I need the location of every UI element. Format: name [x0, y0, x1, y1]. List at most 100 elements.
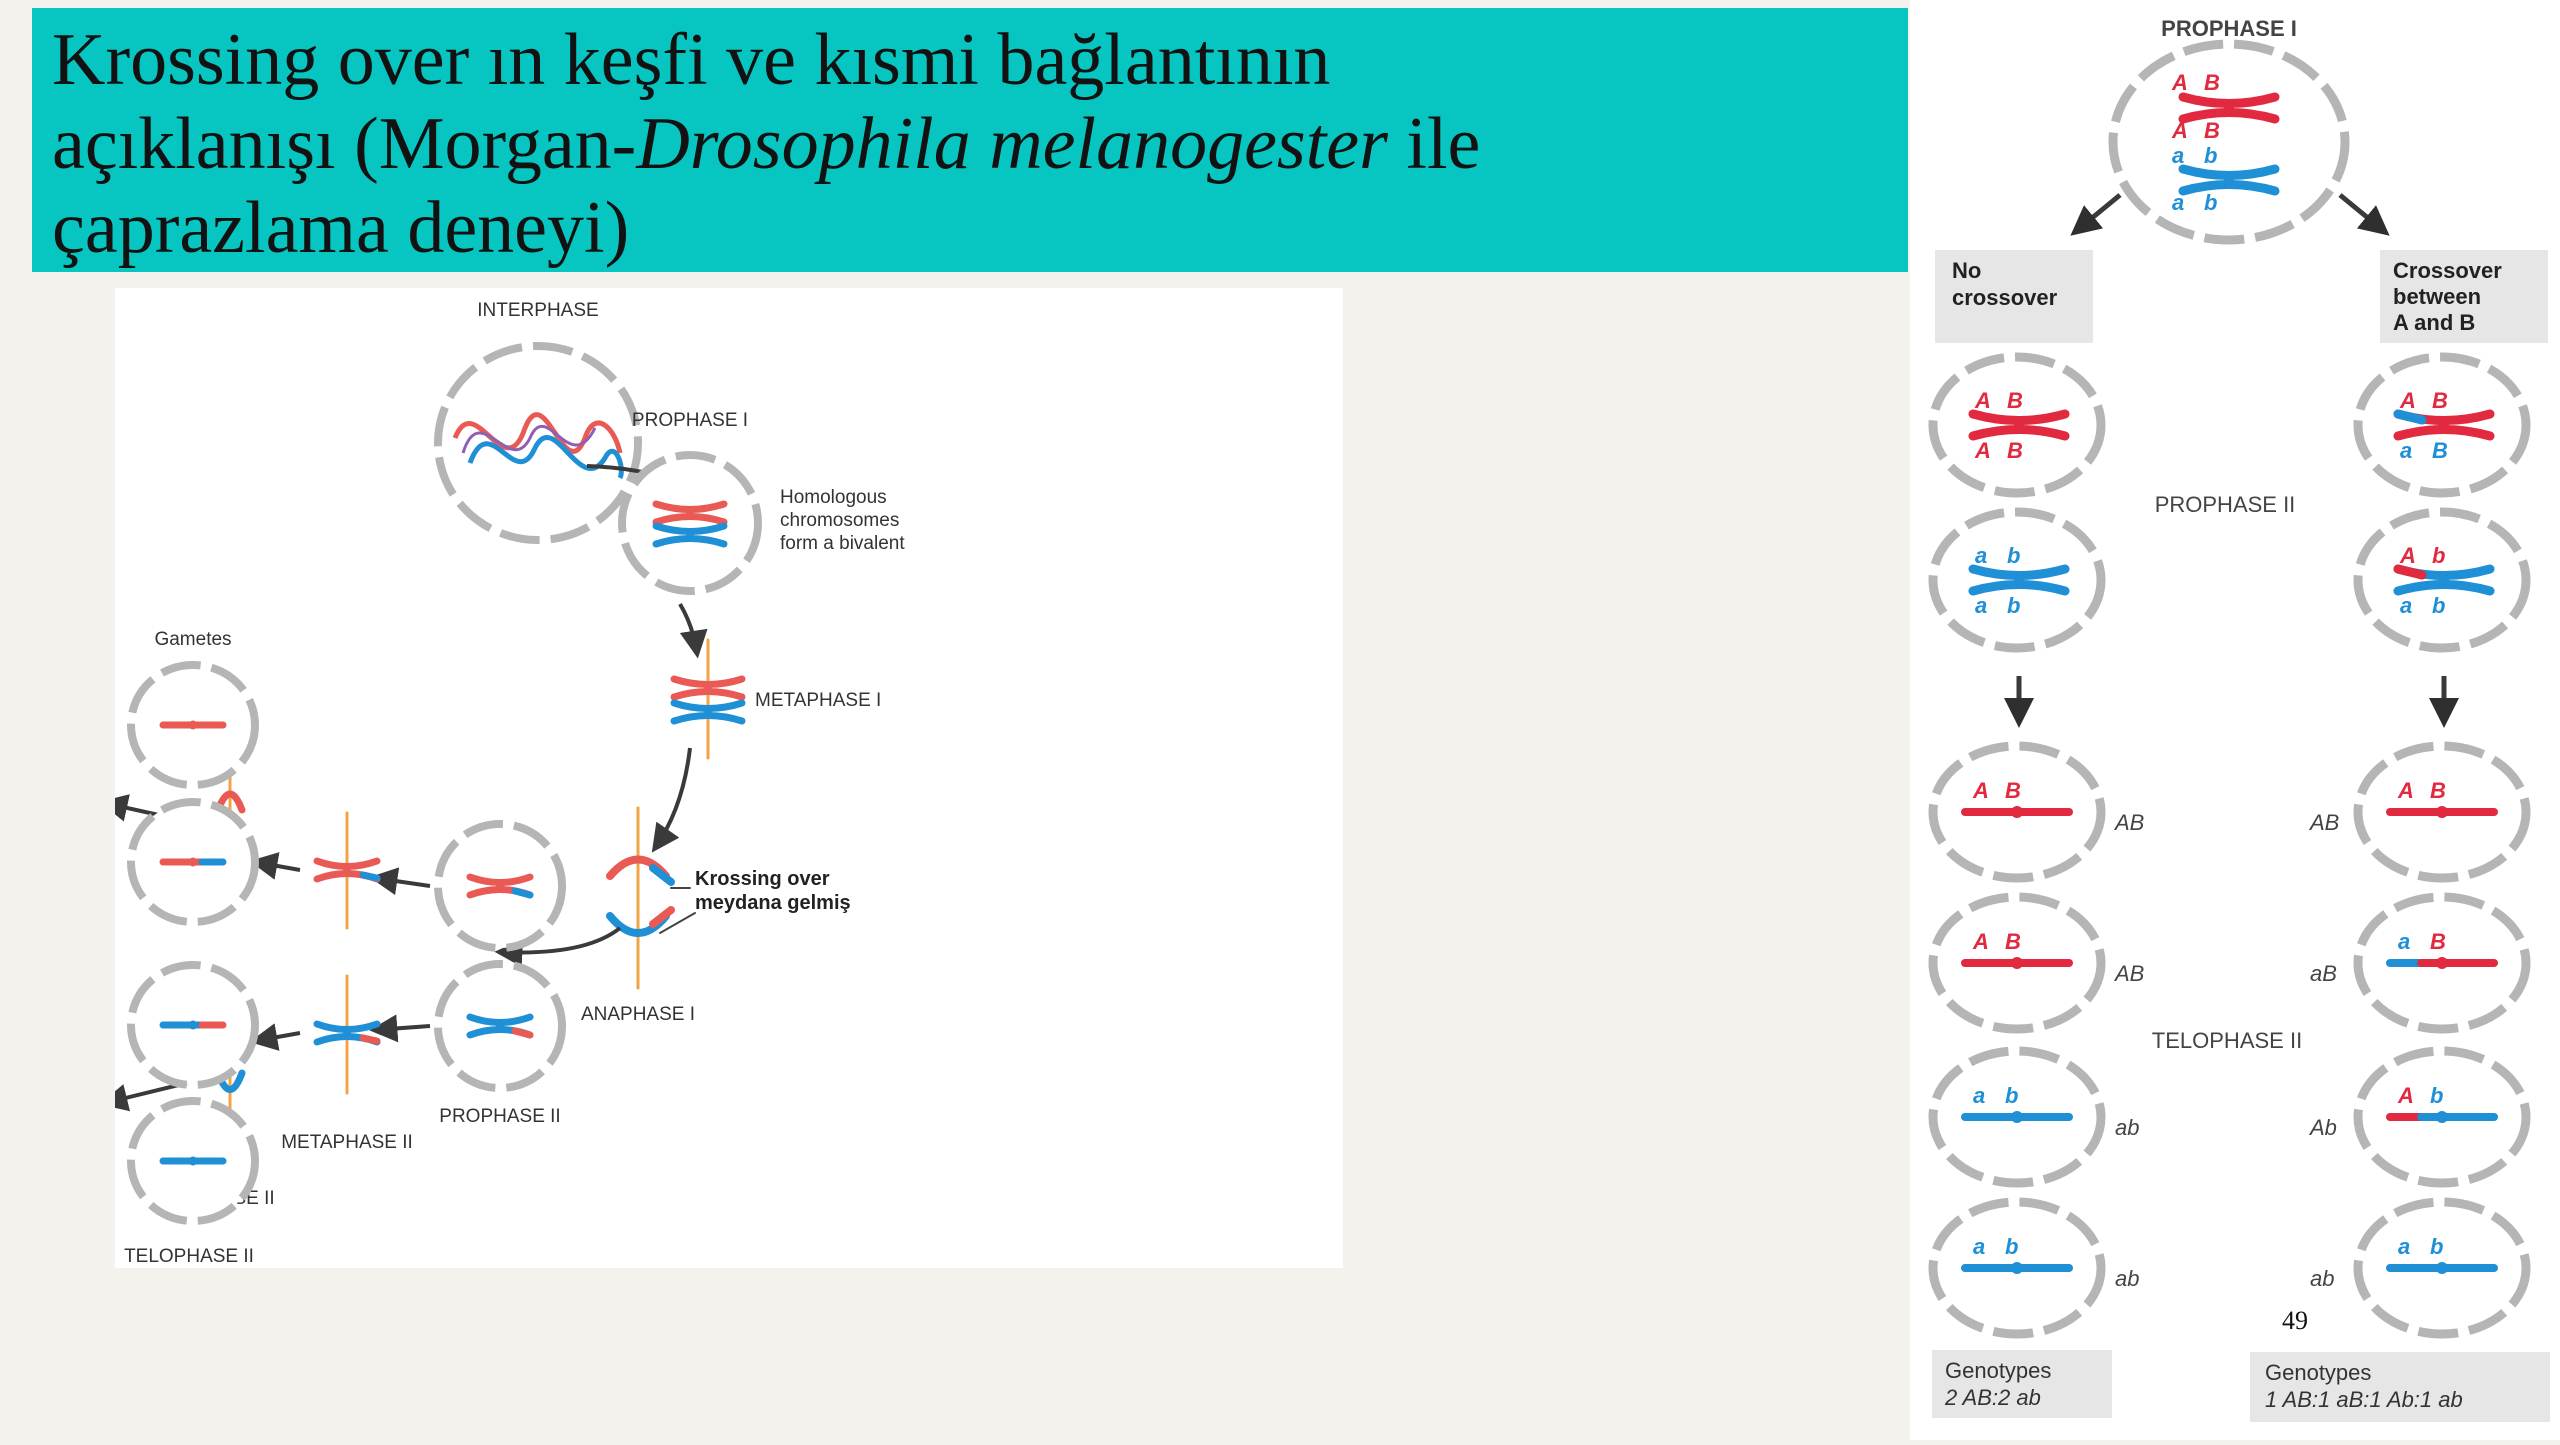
arrow-right-to-crossover — [2338, 193, 2390, 236]
arrow-right-to-no-crossover — [2070, 193, 2122, 236]
title-band: Krossing over ın keşfi ve kısmi bağlantı… — [32, 8, 1908, 272]
note-bivalent-3: form a bivalent — [780, 533, 905, 554]
prophase2-chrom-right-top-recombinant-segment — [2393, 409, 2427, 425]
prophase2-alleles-top-right-bottom-2: b — [2432, 543, 2445, 568]
interphase-chromatin-blue — [467, 435, 624, 480]
telophase2-left-2-centromere — [2011, 957, 2023, 969]
telophase2-right-3-allele-1: A — [2397, 1083, 2414, 1108]
box-genotypes-left — [1932, 1350, 2112, 1418]
prophase2-bottom-chrom-centromere — [496, 1022, 504, 1030]
telophase2-left-1-allele-2: B — [2005, 778, 2021, 803]
telophase2-left-4-allele-2: b — [2005, 1234, 2018, 1259]
cell-right-prophase1 — [2108, 39, 2350, 245]
no-crossover-line-2: crossover — [1952, 285, 2058, 310]
bivalent-red-centromere — [686, 509, 694, 517]
prophase2-alleles-top-right-bottom-1: A — [2399, 543, 2416, 568]
metaphase1-red-centromere — [704, 684, 712, 692]
prophase2-alleles-top-left-bottom-2: b — [2007, 543, 2020, 568]
genotype-label-left-2: AB — [2113, 961, 2144, 986]
prophase1-maternal-upper-1: A — [2171, 70, 2188, 95]
bivalent-blue — [652, 522, 728, 548]
telophase2-right-2-allele-2: B — [2430, 929, 2446, 954]
prophase1-maternal-lower-1: A — [2171, 118, 2188, 143]
anaphase1-upper-crossed-segment — [649, 864, 675, 886]
label-right-prophase1: PROPHASE I — [2161, 16, 2297, 41]
metaphase2-bottom-chrom-centromere — [343, 1029, 351, 1037]
prophase1-paternal-lower-1: a — [2172, 190, 2184, 215]
slide-title: Krossing over ın keşfi ve kısmi bağlantı… — [52, 18, 1908, 270]
box-crossover — [2380, 250, 2548, 343]
note-bivalent-2: chromosomes — [780, 510, 899, 531]
bivalent-blue-centromere — [686, 531, 694, 539]
label-right-prophase2: PROPHASE II — [2155, 492, 2296, 517]
prophase2-chrom-right-bottom-centromere — [2439, 575, 2449, 585]
prophase1-paternal-lower-2: b — [2204, 190, 2217, 215]
arrow-prophase2-to-metaphase2-bottom — [369, 1014, 431, 1043]
anaphase1-lower-crossed-segment — [649, 906, 675, 928]
genotype-label-right-4: ab — [2310, 1266, 2334, 1291]
telophase2-left-2-allele-1: A — [1972, 929, 1989, 954]
prophase2-alleles-top-left-top-2: B — [2007, 388, 2023, 413]
prophase2-top-chrom-centromere — [496, 882, 504, 890]
telophase2-right-4-allele-1: a — [2398, 1234, 2410, 1259]
telophase2-right-1-allele-1: A — [2397, 778, 2414, 803]
right-prophase1-red-centromere — [2224, 103, 2234, 113]
arrow-metaphase2-to-anaphase2-top — [249, 852, 301, 880]
title-line-3: çaprazlama deneyi) — [52, 187, 630, 269]
label-prophase2: PROPHASE II — [439, 1106, 560, 1127]
telophase2-left-3-allele-2: b — [2005, 1083, 2018, 1108]
genotype-label-left-3: ab — [2115, 1115, 2139, 1140]
prophase2-alleles-bottom-left-top-1: A — [1974, 438, 1991, 463]
interphase-chromatin-purple — [461, 424, 597, 454]
prophase2-chrom-left-bottom — [1968, 564, 2070, 596]
label-metaphase2: METAPHASE II — [281, 1132, 413, 1153]
crossover-line-2: between — [2393, 284, 2481, 309]
genotype-label-left-4: ab — [2115, 1266, 2139, 1291]
title-line-1: Krossing over ın keşfi ve kısmi bağlantı… — [52, 19, 1331, 101]
genotypes-right-value: 1 AB:1 aB:1 Ab:1 ab — [2265, 1387, 2463, 1412]
prophase1-maternal-upper-2: B — [2204, 70, 2220, 95]
note-crossing-1: Krossing over — [695, 868, 830, 890]
box-genotypes-right — [2250, 1352, 2550, 1422]
pointer-crossing-2 — [659, 912, 696, 934]
telophase2-right-4-allele-2: b — [2430, 1234, 2443, 1259]
note-bivalent-1: Homologous — [780, 487, 887, 508]
title-line-2-prefix: açıklanışı (Morgan- — [52, 103, 637, 185]
arrow-anaphase1-to-prophase2 — [494, 926, 622, 968]
prophase2-chrom-right-top-centromere — [2439, 420, 2449, 430]
right-prophase1-blue — [2178, 164, 2280, 196]
gamete-3-centromere — [188, 1020, 198, 1030]
genotype-label-right-1: AB — [2308, 810, 2339, 835]
telophase2-right-4-centromere — [2436, 1262, 2448, 1274]
prophase1-paternal-upper-2: b — [2204, 143, 2217, 168]
gamete-4-centromere — [188, 1156, 198, 1166]
metaphase1-red — [670, 675, 746, 701]
telophase2-left-3-centromere — [2011, 1111, 2023, 1123]
prophase2-chrom-left-bottom-centromere — [2014, 575, 2024, 585]
label-anaphase1: ANAPHASE I — [581, 1004, 695, 1025]
genotypes-left-value: 2 AB:2 ab — [1944, 1385, 2041, 1410]
metaphase2-top-blue-tip — [359, 871, 381, 882]
prophase2-alleles-bottom-right-bottom-2: b — [2432, 593, 2445, 618]
prophase2-alleles-bottom-right-top-2: B — [2432, 438, 2448, 463]
bivalent-red — [652, 500, 728, 526]
gamete-2-centromere — [188, 857, 198, 867]
telophase2-left-1-allele-1: A — [1972, 778, 1989, 803]
prophase2-alleles-bottom-left-bottom-2: b — [2007, 593, 2020, 618]
prophase2-alleles-top-left-top-1: A — [1974, 388, 1991, 413]
prophase1-maternal-lower-2: B — [2204, 118, 2220, 143]
label-interphase: INTERPHASE — [477, 300, 598, 321]
page-number: 49 — [2282, 1306, 2308, 1335]
arrow-metaphase2-to-anaphase2-bottom — [249, 1023, 301, 1051]
crossover-line-3: A and B — [2393, 310, 2475, 335]
metaphase1-blue-centromere — [704, 708, 712, 716]
no-crossover-line-1: No — [1952, 258, 1981, 283]
prophase2-chrom-right-bottom-recombinant-segment — [2393, 564, 2427, 580]
genotypes-left-title: Genotypes — [1945, 1358, 2051, 1383]
title-species: Drosophila melanogester — [636, 103, 1388, 185]
telophase2-right-3-allele-2: b — [2430, 1083, 2443, 1108]
prophase2-alleles-top-right-top-1: A — [2399, 388, 2416, 413]
